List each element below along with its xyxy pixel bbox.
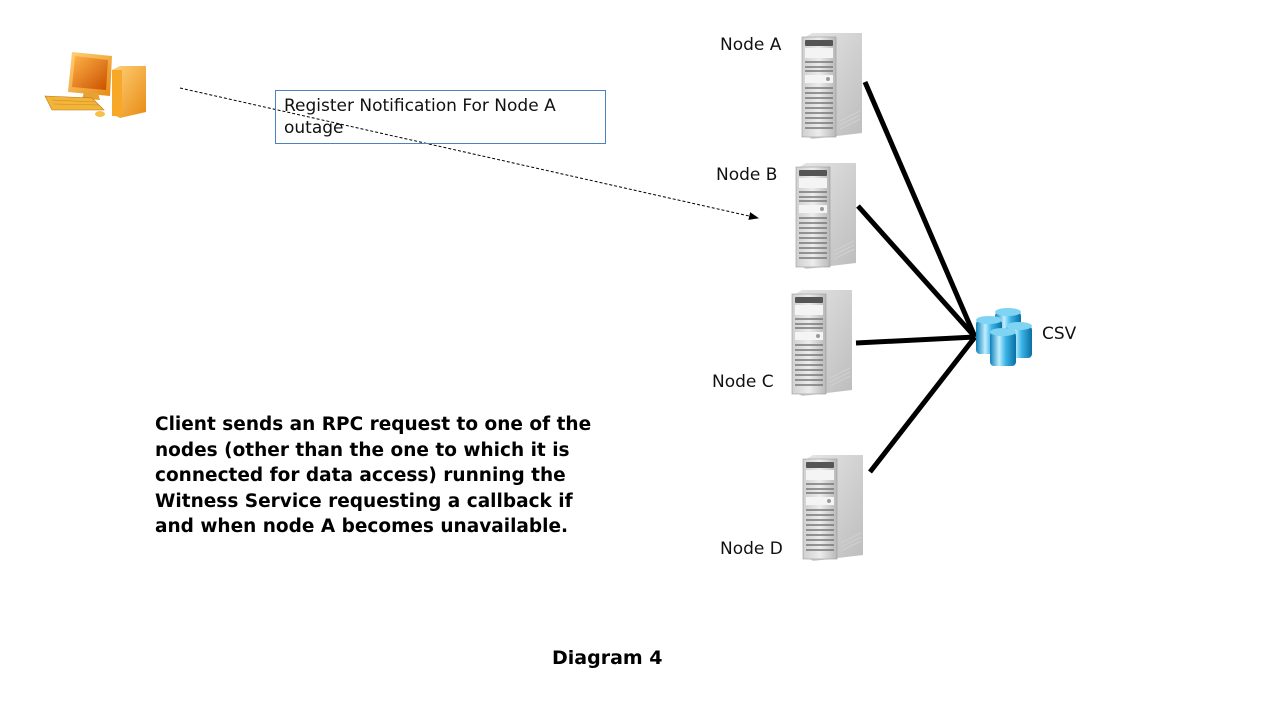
server-icon-node-c (791, 289, 853, 397)
server-icon-node-b (795, 162, 857, 270)
csv-label: CSV (1042, 324, 1077, 344)
connection-node-d-csv (868, 335, 977, 474)
message-arrow (179, 87, 759, 220)
desktop-computer-icon (44, 52, 146, 118)
connection-node-a-csv (862, 81, 978, 338)
node-label-b: Node B (716, 165, 778, 185)
server-icon-node-a (801, 32, 863, 140)
connection-node-c-csv (855, 334, 976, 346)
node-label-c: Node C (712, 372, 774, 392)
node-label-d: Node D (720, 539, 783, 559)
message-callout: Register Notification For Node A outage (275, 90, 606, 144)
server-icon-node-d (802, 454, 864, 562)
connection-node-b-csv (856, 204, 977, 339)
diagram-description: Client sends an RPC request to one of th… (155, 414, 592, 537)
diagram-caption: Diagram 4 (552, 647, 663, 669)
node-label-a: Node A (720, 35, 782, 55)
database-cluster-icon (976, 308, 1032, 366)
